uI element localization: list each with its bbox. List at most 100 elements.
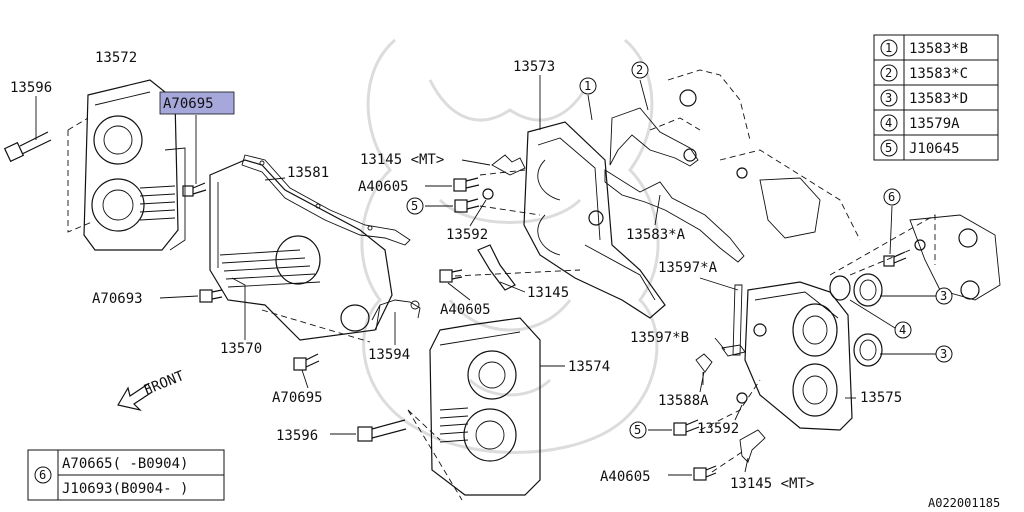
bolt-a40605-upper [453, 177, 480, 192]
label-13596-upper: 13596 [10, 80, 52, 96]
label-13581: 13581 [287, 165, 329, 181]
label-13572: 13572 [95, 50, 137, 66]
seal-rings [829, 273, 883, 367]
watermark-emblem [360, 38, 660, 454]
part-13570-belt-cover [209, 159, 393, 341]
legend-top-num: 5 [885, 141, 892, 155]
callout-6: 6 [883, 188, 901, 206]
label-13145-mt-lower: 13145 <MT> [730, 476, 814, 492]
part-13594-sensor [371, 299, 421, 331]
bolt-c5-lower [673, 419, 700, 436]
dash-13574 [407, 409, 463, 501]
bolt-a40605-lower [693, 465, 717, 481]
legend-bottom-row: J10693(B0904- ) [62, 481, 188, 497]
lead-13592-lower [734, 404, 743, 421]
label-13570: 13570 [220, 341, 262, 357]
svg-text:2: 2 [636, 63, 643, 77]
part-13581-gasket [241, 154, 411, 246]
label-13145-center: 13145 [527, 285, 569, 301]
label-13592-upper: 13592 [446, 227, 488, 243]
callout-5-upper: 5 [406, 197, 424, 215]
label-a70695-highlight[interactable]: A70695 [163, 96, 214, 112]
front-arrow-icon [117, 383, 153, 412]
callout-1: 1 [579, 77, 597, 95]
part-13588a [695, 353, 713, 385]
bolt-13596-lower [357, 419, 407, 442]
svg-text:1: 1 [584, 79, 591, 93]
part-13592-lower [736, 392, 748, 404]
bolt-a70693 [199, 289, 223, 303]
bolt-13596-upper [3, 131, 52, 163]
legend-bottom-num: 6 [39, 468, 46, 482]
label-a40605-center: A40605 [440, 302, 491, 318]
legend-top-part: 13583*B [909, 41, 968, 57]
part-13573-rear-cover [523, 121, 666, 319]
label-13583a: 13583*A [626, 227, 686, 243]
part-13574-lower-cover [429, 317, 541, 496]
label-13588a: 13588A [658, 393, 709, 409]
legend-top-part: 13579A [909, 116, 960, 132]
bolt-a70695-upper [182, 182, 207, 197]
svg-text:5: 5 [634, 423, 641, 437]
label-a70693: A70693 [92, 291, 143, 307]
legend-top-num: 2 [885, 66, 892, 80]
lead-13145-lower [744, 457, 749, 473]
lead-13570 [231, 277, 246, 340]
svg-text:3: 3 [940, 347, 947, 361]
label-13592-lower: 13592 [697, 421, 739, 437]
part-13575-right-cover [744, 281, 853, 431]
lead-c4 [849, 299, 896, 329]
label-a70695-lower: A70695 [272, 390, 323, 406]
dash-right [829, 214, 936, 276]
lead-a40605-center [447, 282, 471, 301]
legend-top-num: 4 [885, 116, 892, 130]
dash-13570 [261, 309, 371, 343]
callout-4: 4 [894, 321, 912, 339]
dash-center-1 [454, 169, 581, 277]
legend-table-top: 1 13583*B 2 13583*C 3 13583*D 4 13579A 5… [873, 34, 999, 161]
callout-2: 2 [631, 61, 649, 79]
callout-3-upper: 3 [935, 287, 953, 305]
legend-top-part: 13583*C [909, 66, 968, 82]
svg-text:6: 6 [888, 190, 895, 204]
label-13575: 13575 [860, 390, 902, 406]
lead-13145-center [499, 281, 526, 293]
part-13597b-strip [721, 344, 746, 357]
legend-top-num: 1 [885, 41, 892, 55]
label-13574: 13574 [568, 359, 610, 375]
lead-13588a [699, 371, 705, 393]
lead-a70695-lower [301, 369, 309, 389]
label-13596-lower: 13596 [276, 428, 318, 444]
bolt-a70695-lower [293, 353, 320, 371]
legend-top-part: J10645 [909, 141, 960, 157]
label-front: FRONT [142, 368, 188, 399]
lead-13597b [714, 337, 726, 351]
bracket-13145-upper [491, 154, 526, 176]
lead-13583a [654, 194, 661, 226]
dash-lower-right [699, 379, 761, 473]
lead-13597a [699, 277, 739, 291]
lead-c6 [889, 205, 893, 255]
label-13573: 13573 [513, 59, 555, 75]
label-13597b: 13597*B [630, 330, 689, 346]
part-13572-front-cover [83, 79, 186, 251]
lead-13581 [264, 177, 286, 181]
callout-3-lower: 3 [935, 345, 953, 363]
label-a40605-upper: A40605 [358, 179, 409, 195]
legend-top-part: 13583*D [909, 91, 968, 107]
bracket-13145-lower [739, 429, 766, 463]
svg-text:3: 3 [940, 289, 947, 303]
legend-table-bottom: 6 A70665( -B0904) J10693(B0904- ) [27, 449, 225, 501]
part-13597a-strip [732, 284, 743, 356]
lead-a70693 [159, 295, 199, 299]
dash-13572 [67, 117, 93, 233]
highlight-a70695[interactable] [159, 91, 235, 115]
lead-c1 [587, 94, 593, 121]
label-13594: 13594 [368, 347, 410, 363]
callout-5-lower: 5 [629, 421, 647, 439]
legend-bottom-row: A70665( -B0904) [62, 456, 188, 472]
legend-top-num: 3 [885, 91, 892, 105]
part-13145-strap [439, 244, 516, 291]
lead-c2 [639, 79, 649, 111]
